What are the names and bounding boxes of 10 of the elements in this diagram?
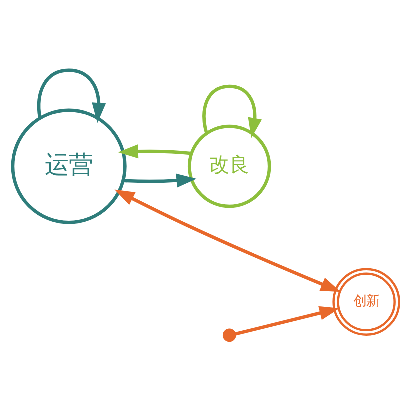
node-circle: 改良	[188, 124, 272, 208]
node-circle	[222, 328, 236, 342]
arrow	[235, 306, 340, 336]
arrow	[37, 68, 106, 123]
node-circle: 创新	[332, 268, 400, 336]
node-circle: 运营	[11, 108, 127, 224]
arrow	[114, 189, 341, 292]
arrow	[123, 173, 197, 188]
arrow	[118, 144, 192, 158]
arrow	[202, 84, 262, 138]
